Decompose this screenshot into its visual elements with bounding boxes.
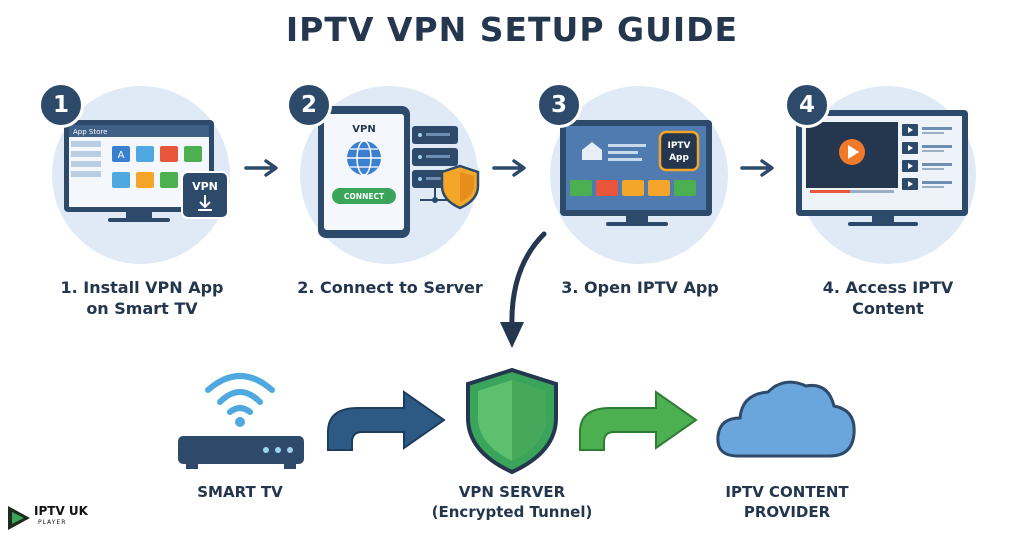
step-4-label-line1: 4. Access IPTV [822, 278, 954, 297]
play-logo-icon [8, 506, 30, 530]
step-number-badge: 2 [286, 82, 332, 128]
logo-text: IPTV UK [34, 504, 88, 518]
step-4-label: 4. Access IPTV Content [773, 277, 1003, 319]
svg-text:A: A [118, 150, 125, 161]
step-4-label-line2: Content [852, 299, 924, 318]
iptv-app-tile-line1: IPTV [667, 141, 690, 151]
green-curved-arrow-icon [579, 390, 698, 451]
vpn-shield-icon [466, 367, 558, 475]
smart-tv-app-store-illustration: App Store A VPN [64, 120, 229, 222]
tablet-vpn-connect-illustration: VPN CONNECT [318, 106, 480, 238]
step-number-badge: 1 [38, 82, 84, 128]
tv-video-player-illustration [796, 110, 968, 226]
smart-tv-label-line1: SMART TV [197, 483, 283, 501]
step-1-label: 1. Install VPN App on Smart TV [27, 277, 257, 319]
step-4-access-content: 4 [784, 76, 988, 276]
step-2-label: 2. Connect to Server [275, 277, 505, 298]
tv-iptv-app-illustration: IPTV App [560, 120, 712, 226]
right-arrow-icon [244, 159, 278, 177]
step-number-badge: 3 [536, 82, 582, 128]
brand-logo: IPTV UK PLAYER [4, 503, 114, 533]
smart-tv-label: SMART TV [160, 482, 320, 502]
vpn-server-label: VPN SERVER (Encrypted Tunnel) [412, 482, 612, 522]
connect-button-text: CONNECT [344, 192, 385, 201]
iptv-provider-label: IPTV CONTENT PROVIDER [697, 482, 877, 522]
step-3-label: 3. Open IPTV App [525, 277, 755, 298]
step-1-label-line2: on Smart TV [86, 299, 198, 318]
right-arrow-icon [740, 159, 774, 177]
page-title: IPTV VPN SETUP GUIDE [285, 10, 739, 49]
step-number-badge: 4 [784, 82, 830, 128]
curved-down-arrow-icon [500, 231, 547, 348]
vpn-server-label-line1: VPN SERVER [458, 483, 566, 501]
blue-curved-arrow-icon [327, 390, 446, 451]
iptv-provider-label-line1: IPTV CONTENT [725, 483, 849, 501]
step-2-label-line1: 2. Connect to Server [297, 278, 483, 297]
app-store-header: App Store [73, 128, 107, 136]
step-3-label-line1: 3. Open IPTV App [561, 278, 719, 297]
vpn-screen-title: VPN [352, 124, 375, 135]
step-1-label-line1: 1. Install VPN App [60, 278, 224, 297]
vpn-server-label-line2: (Encrypted Tunnel) [431, 503, 593, 521]
vpn-badge-text: VPN [192, 180, 218, 193]
router-icon [178, 373, 304, 469]
step-2-connect-server: VPN CONNECT 2 [286, 76, 490, 276]
right-arrow-icon [492, 159, 526, 177]
step-3-open-iptv-app: IPTV App 3 [536, 76, 740, 276]
iptv-app-tile-line2: App [669, 153, 689, 163]
cloud-icon [716, 380, 856, 458]
step-1-install-vpn: App Store A VPN 1 [38, 76, 242, 276]
iptv-provider-label-line2: PROVIDER [743, 503, 831, 521]
logo-subtext: PLAYER [38, 519, 67, 526]
